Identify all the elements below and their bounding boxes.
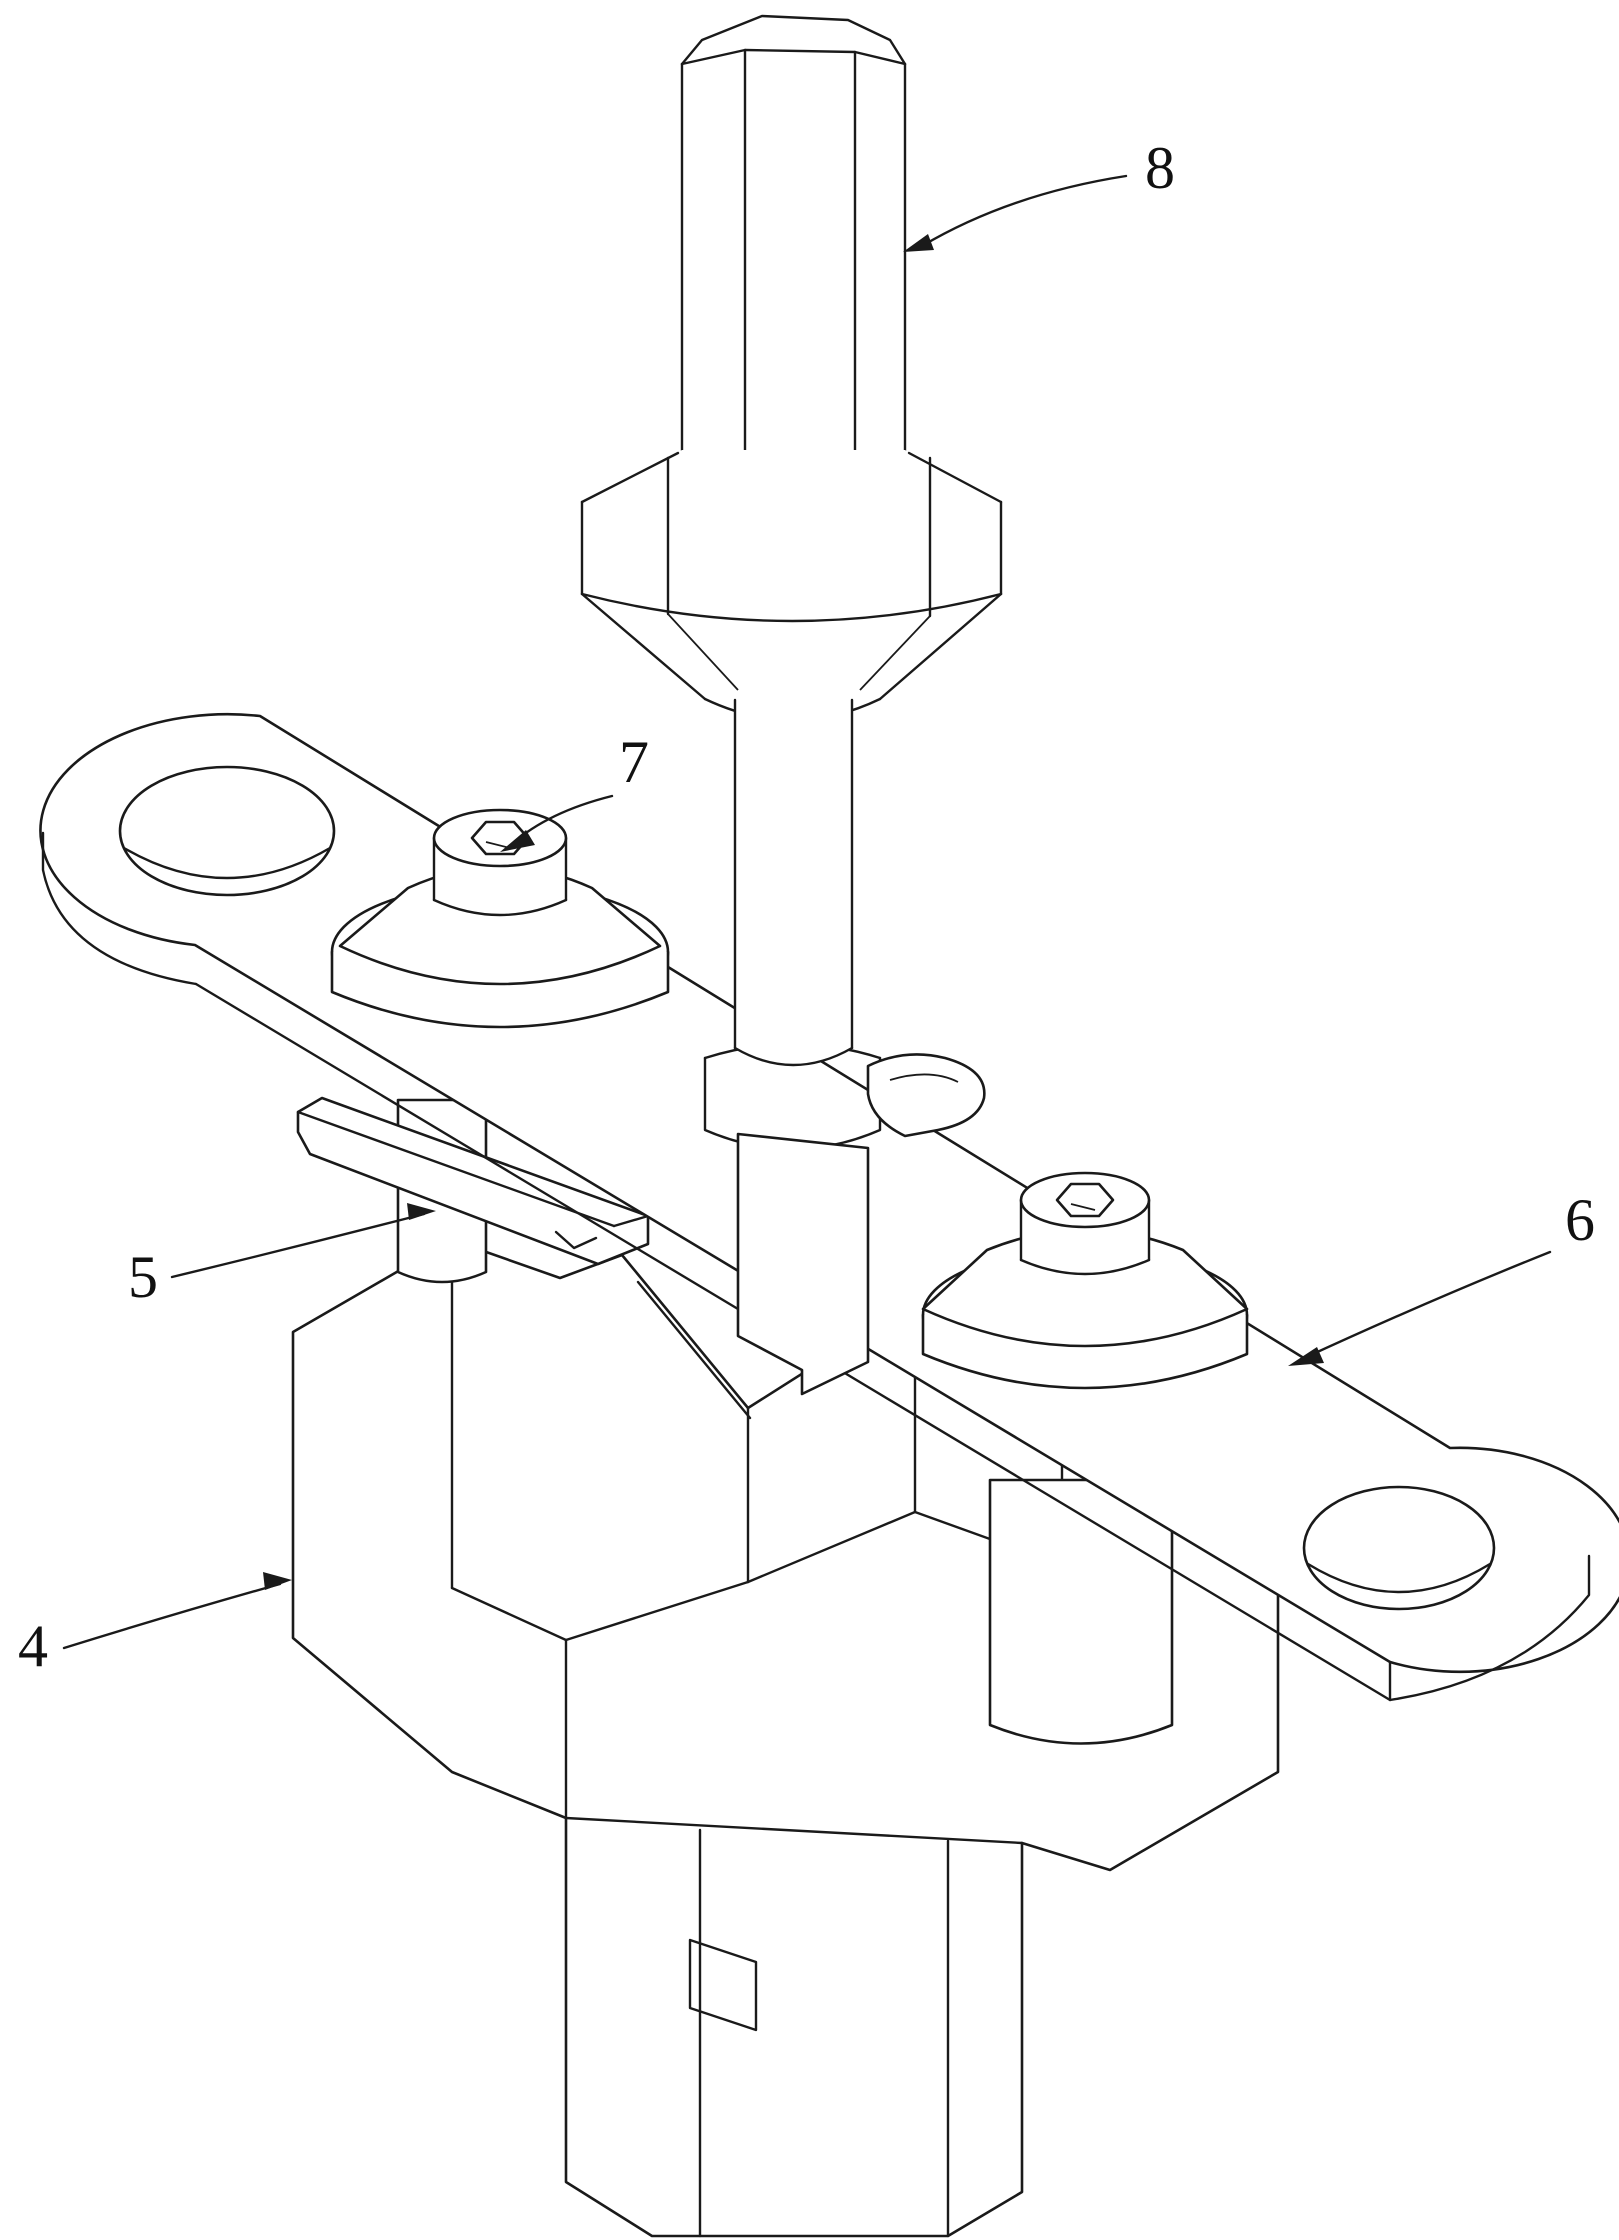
- hex-drive-shaft: [680, 14, 907, 472]
- leader-arrow-5: [407, 1203, 436, 1220]
- center-slot-bracket: [703, 1042, 986, 1396]
- callout-4: 4: [18, 1572, 292, 1679]
- callout-5-label: 5: [128, 1244, 158, 1310]
- plate-hole-left: [118, 765, 336, 897]
- leader-arrow-6: [1288, 1347, 1324, 1366]
- shaft-stem: [733, 698, 854, 1067]
- callout-7-label: 7: [619, 729, 649, 795]
- socket-screw-left: [330, 808, 670, 1029]
- callout-5: 5: [128, 1203, 436, 1310]
- block-foot: [688, 1828, 950, 2238]
- callout-8: 8: [903, 135, 1175, 252]
- callout-7: 7: [500, 729, 649, 852]
- hex-nut-collar: [580, 450, 1003, 722]
- leader-arrow-4: [263, 1572, 292, 1590]
- callout-8-label: 8: [1145, 135, 1175, 201]
- hex-socket-right: [1055, 1182, 1115, 1218]
- callout-6-label: 6: [1565, 1187, 1595, 1253]
- socket-screw-right: [921, 1171, 1249, 1390]
- callouts: 8 7 5 6 4: [18, 135, 1595, 1679]
- leader-arrow-8: [903, 234, 934, 252]
- leader-line-4: [62, 1582, 282, 1650]
- leader-line-6: [1298, 1250, 1552, 1362]
- leader-line-5: [170, 1212, 426, 1279]
- spacer-right: [988, 1478, 1174, 1745]
- adjusting-shaft: [580, 14, 1003, 1067]
- plate-hole-right: [1302, 1485, 1496, 1611]
- leader-line-8: [920, 174, 1128, 248]
- leader-arrow-7: [500, 830, 535, 852]
- callout-6: 6: [1288, 1187, 1595, 1366]
- clamp-shim-plate: [296, 1096, 650, 1266]
- callout-4-label: 4: [18, 1613, 48, 1679]
